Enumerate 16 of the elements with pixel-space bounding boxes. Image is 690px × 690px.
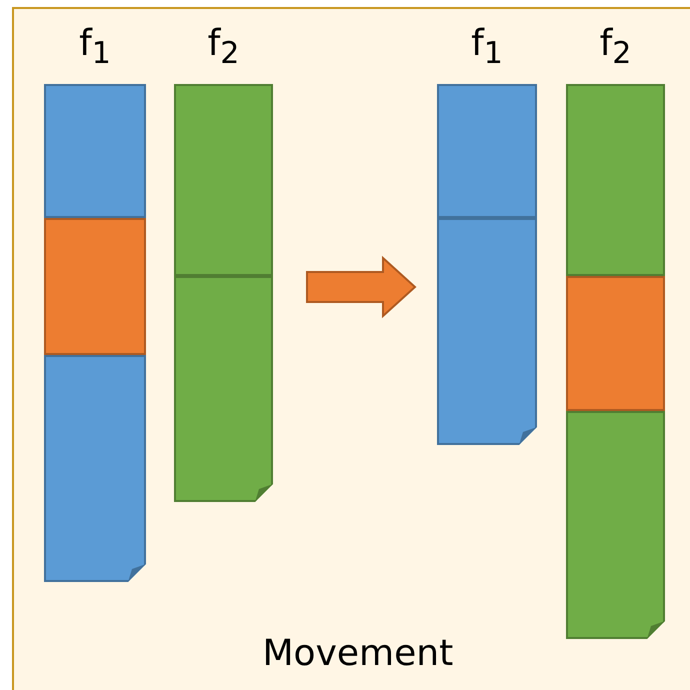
column-label: f$_{2}$ (598, 22, 632, 74)
bar-segment (44, 355, 146, 582)
bar-segment (566, 84, 665, 276)
block-arrow (306, 256, 416, 318)
bar-segment (437, 84, 537, 218)
bar-segment (437, 218, 537, 445)
column-label: f$_{1}$ (470, 22, 504, 74)
bar-segment (44, 84, 146, 218)
bar-segment (566, 276, 665, 411)
bar-segment (44, 218, 146, 355)
bar-segment (174, 84, 273, 276)
column-label: f$_{2}$ (206, 22, 240, 74)
column-label: f$_{1}$ (78, 22, 112, 74)
caption: Movement (262, 633, 454, 674)
bar-segment (174, 276, 273, 502)
bar-segment (566, 411, 665, 639)
